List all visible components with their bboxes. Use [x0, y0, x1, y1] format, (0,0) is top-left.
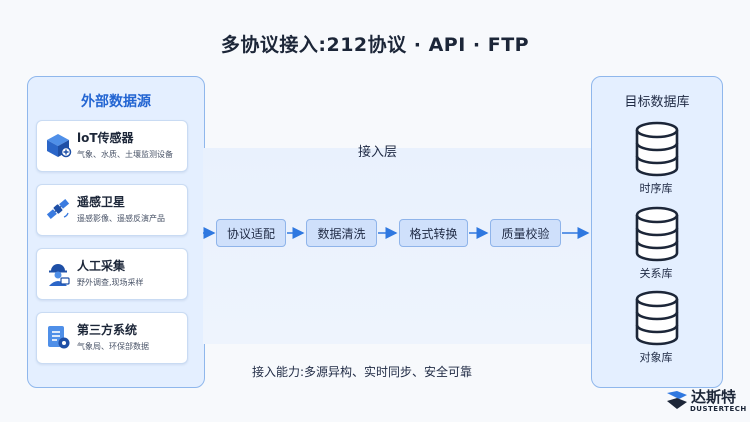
source-card-manual: 人工采集 野外调查,现场采样: [36, 248, 188, 300]
stage-format-convert: 格式转换: [399, 219, 468, 247]
source-name-third-party: 第三方系统: [77, 323, 138, 337]
sources-panel-title: 外部数据源: [81, 94, 151, 110]
access-capability-text: 接入能力:多源异构、实时同步、安全可靠: [252, 365, 473, 379]
database-icon: [635, 121, 679, 177]
database-icon: [635, 290, 679, 346]
brand-logo-icon: [667, 391, 687, 409]
source-name-manual: 人工采集: [77, 259, 126, 273]
source-desc-satellite: 遥感影像、遥感反演产品: [77, 214, 165, 223]
source-desc-manual: 野外调查,现场采样: [77, 278, 144, 287]
stage-quality-check: 质量校验: [490, 219, 561, 247]
satellite-icon: [46, 198, 70, 220]
brand-name: 达斯特: [691, 388, 737, 406]
access-layer-label: 接入层: [358, 145, 398, 160]
stage-data-clean: 数据清洗: [306, 219, 377, 247]
targets-panel-title: 目标数据库: [624, 95, 690, 110]
source-name-iot: loT传感器: [77, 131, 134, 145]
stage-protocol-adapt: 协议适配: [216, 219, 286, 247]
document-system-icon: [48, 326, 70, 349]
target-db-relational: 关系库: [639, 267, 673, 280]
diagram-title: 多协议接入:212协议 · API · FTP: [220, 34, 530, 56]
source-card-third-party: 第三方系统 气象局、环保部数据: [36, 312, 188, 364]
worker-icon: [49, 264, 70, 286]
source-name-satellite: 遥感卫星: [77, 195, 126, 209]
source-desc-iot: 气象、水质、土壤监测设备: [77, 150, 173, 159]
source-card-iot: loT传感器 气象、水质、土壤监测设备: [36, 120, 188, 172]
source-desc-third-party: 气象局、环保部数据: [77, 342, 149, 351]
target-db-timeseries: 时序库: [639, 182, 673, 195]
brand-subtitle: DUSTERTECH: [690, 405, 747, 413]
database-icon: [635, 206, 679, 262]
target-db-object: 对象库: [639, 351, 673, 364]
cube-sensor-icon: [47, 134, 72, 158]
source-card-satellite: 遥感卫星 遥感影像、遥感反演产品: [36, 184, 188, 236]
